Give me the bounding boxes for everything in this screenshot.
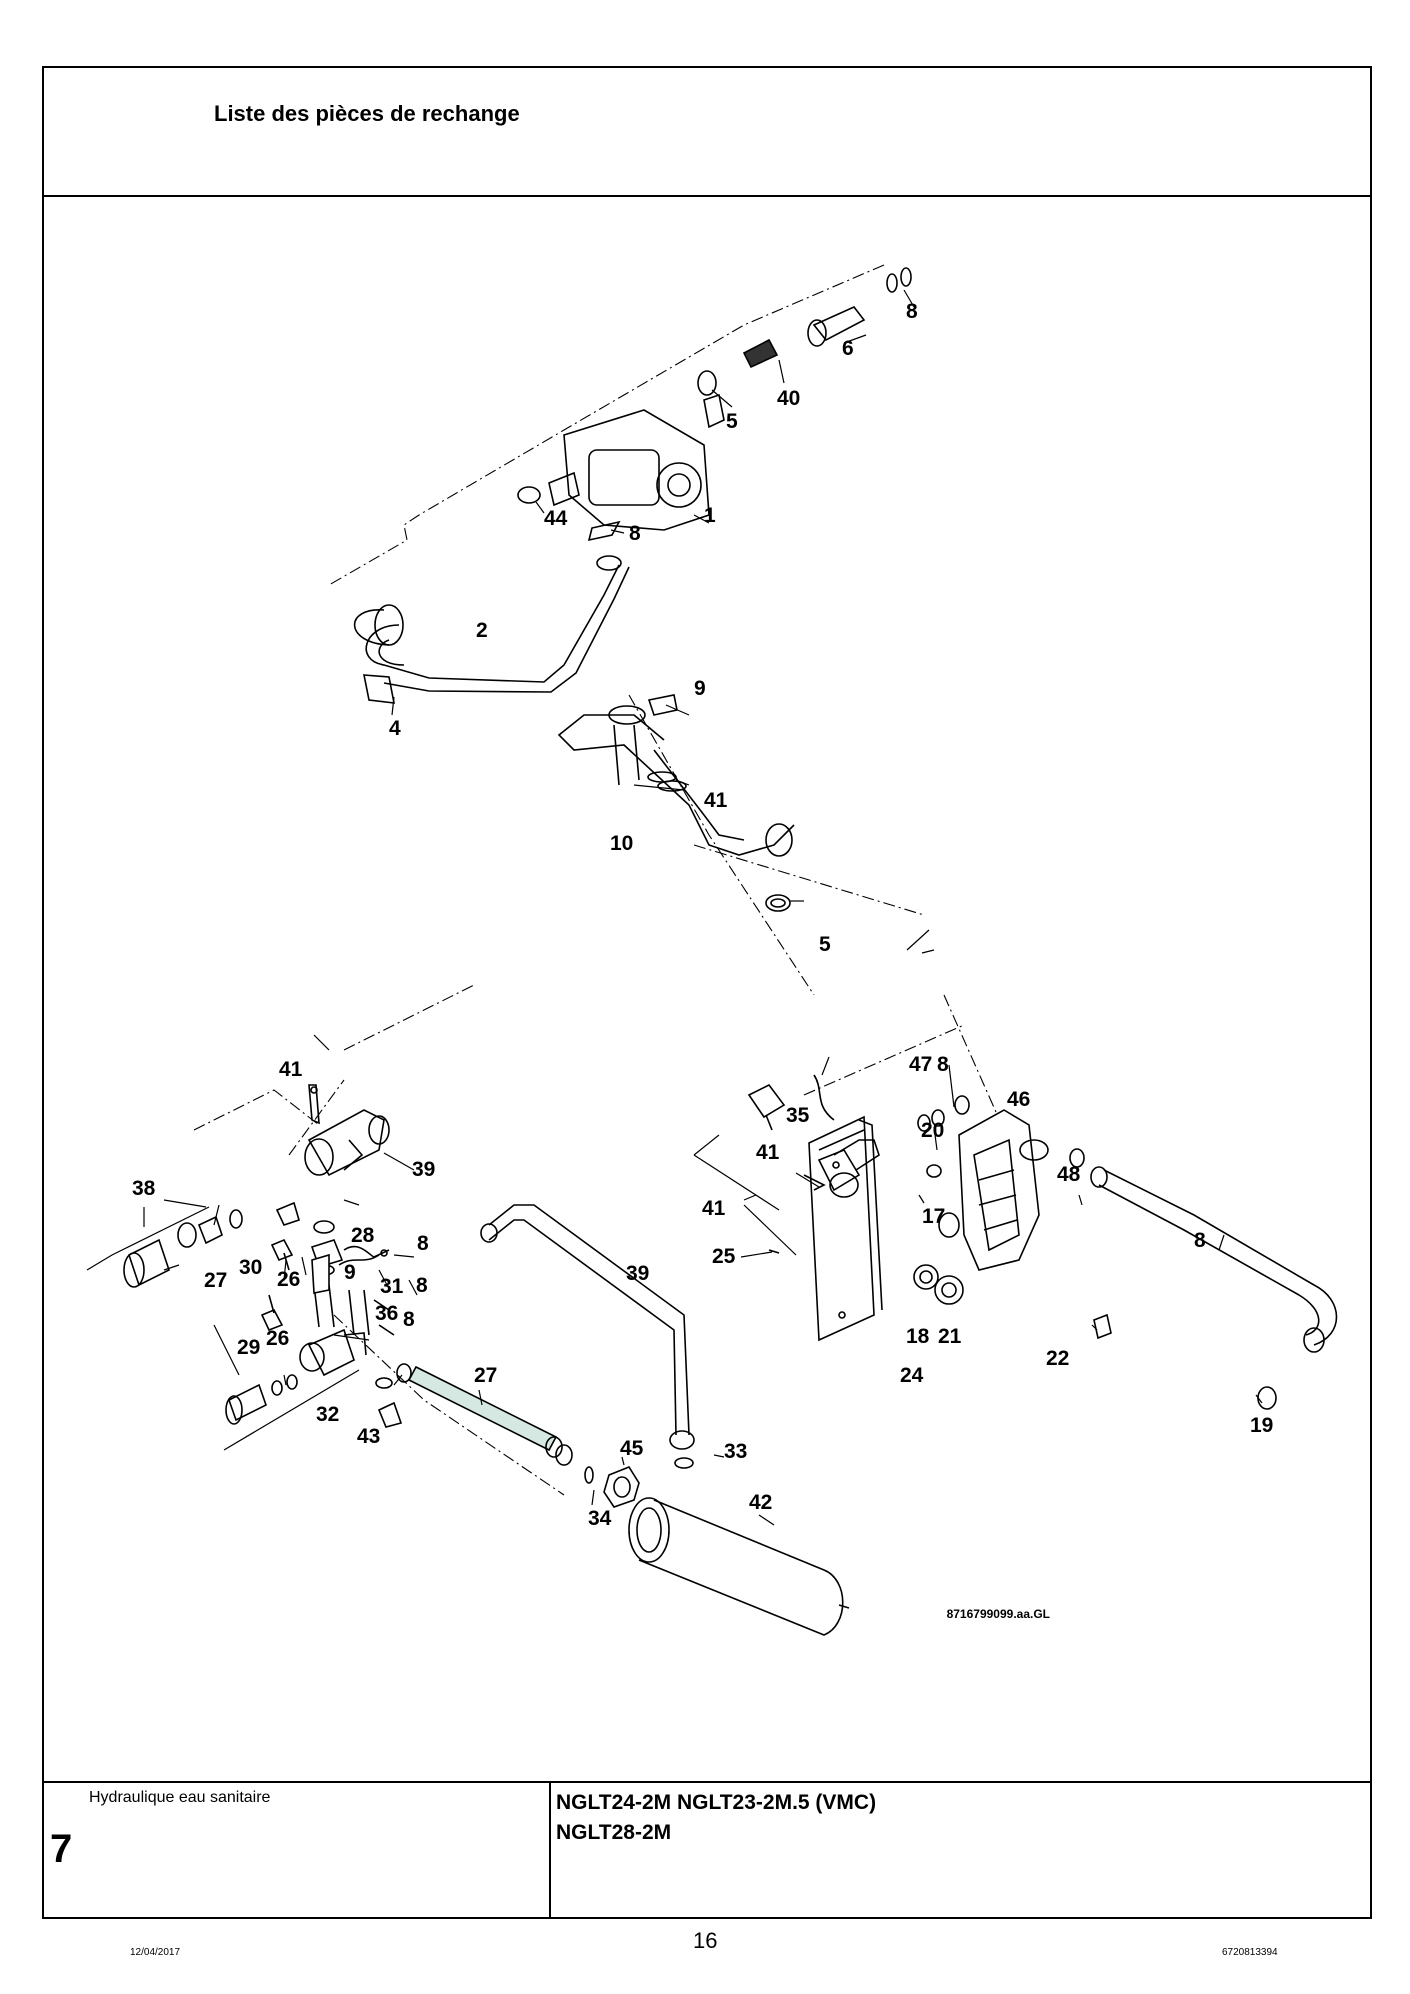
leader-lines [86,289,1263,1526]
section-number: 7 [50,1827,73,1871]
callout-label: 8 [1194,1229,1206,1252]
callout-label: 46 [1007,1088,1030,1111]
callout-label: 42 [749,1491,772,1514]
callout-label: 25 [712,1245,736,1268]
callout-label: 5 [819,933,831,956]
callout-label: 41 [279,1058,303,1081]
page-number: 16 [693,1928,718,1953]
upper-fittings [517,267,912,571]
callout-label: 8 [417,1232,429,1255]
callout-label: 39 [412,1158,435,1181]
pipe-part-10 [557,694,795,912]
callout-label: 39 [626,1262,649,1285]
models-line-1: NGLT24-2M NGLT23-2M.5 (VMC) [556,1791,877,1814]
callout-label: 8 [403,1308,415,1331]
callout-label: 43 [357,1425,380,1448]
callout-label: 36 [375,1302,398,1325]
callout-label: 44 [544,507,568,530]
print-date: 12/04/2017 [130,1947,181,1958]
callout-label: 5 [726,410,738,433]
callout-label: 26 [266,1327,289,1350]
callout-label: 41 [756,1141,780,1164]
callout-label: 4 [389,717,401,740]
callout-label: 21 [938,1325,962,1348]
footer-box: Hydraulique eau sanitaire 7 NGLT24-2M NG… [44,1781,1370,1917]
drawing-reference: 8716799099.aa.GL [947,1607,1050,1621]
callout-label: 17 [922,1205,945,1228]
callout-label: 30 [239,1256,262,1279]
callout-label: 20 [921,1119,944,1142]
callout-label: 10 [610,832,633,855]
sensor-part-30 [311,1249,388,1294]
nut-part-33 [584,1466,640,1508]
section-name: Hydraulique eau sanitaire [89,1789,271,1806]
footer-divider [549,1783,551,1917]
callout-label: 8 [629,522,641,545]
callout-label: 33 [724,1440,747,1463]
valve-part-43 [225,1238,403,1428]
pump-part-1 [548,393,725,531]
callout-label: 19 [1250,1414,1273,1437]
pipe-part-2 [353,564,630,704]
callout-label: 35 [786,1104,810,1127]
callout-label: 28 [351,1224,375,1247]
callout-label: 31 [380,1275,404,1298]
callout-label: 8 [937,1053,949,1076]
valve-body-part-20 [913,1109,1112,1340]
expansion-vessel-part-34 [628,1497,850,1636]
heat-exchanger-part-19 [808,1115,883,1342]
callout-label: 45 [620,1437,644,1460]
callout-label: 9 [344,1261,356,1284]
callout-label: 41 [702,1197,726,1220]
page-title: Liste des pièces de rechange [214,101,520,126]
callout-label: 38 [132,1177,156,1200]
exploded-view-svg: 8640514482494110547835462041484117825182… [86,264,1338,1636]
connector-parts-46-47-48 [747,1074,1085,1254]
callout-label: 9 [694,677,706,700]
callout-label: 27 [474,1364,497,1387]
callout-label: 6 [842,337,854,360]
callout-label: 27 [204,1269,227,1292]
tee-part-38 [304,1084,390,1177]
callout-label: 8 [416,1274,428,1297]
callout-label: 22 [1046,1347,1069,1370]
callout-label: 8 [906,300,918,323]
page-frame: Liste des pièces de rechange [42,66,1372,1919]
callout-label: 32 [316,1403,339,1426]
callout-label: 1 [704,504,716,527]
callout-label: 29 [237,1336,260,1359]
callout-label: 40 [777,387,800,410]
callout-label: 2 [476,619,488,642]
pipe-part-31 [480,1204,695,1469]
models-line-2: NGLT28-2M [556,1821,672,1844]
callout-label: 18 [906,1325,930,1348]
callout-label: 47 [909,1053,932,1076]
callout-label: 26 [277,1268,300,1291]
callout-label: 24 [900,1364,924,1387]
callout-label: 48 [1057,1163,1081,1186]
callout-label: 41 [704,789,728,812]
hose-part-32 [396,1363,573,1466]
callout-label: 34 [588,1507,612,1530]
document-id: 6720813394 [1222,1947,1278,1958]
header-box: Liste des pièces de rechange [44,68,1370,197]
pipe-part-25 [1090,1166,1338,1410]
